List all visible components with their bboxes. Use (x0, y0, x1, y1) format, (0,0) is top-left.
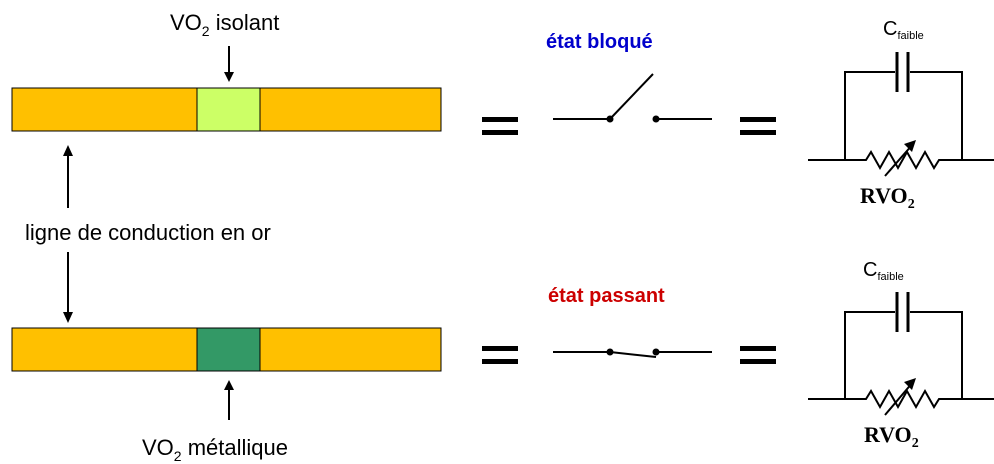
equals-sign-top-left (482, 117, 518, 135)
cap-label-top: Cfaible (883, 18, 924, 42)
gold-line-bottom (11, 327, 442, 372)
capacitor-symbol-top (895, 52, 910, 92)
etat-bloque-label: état bloqué (546, 31, 653, 53)
gold-segment-left-bottom (11, 327, 198, 372)
closed-switch-symbol (553, 348, 712, 358)
gold-line-top (11, 87, 442, 132)
rc-circuit-bottom: Cfaible RVO2 (808, 259, 994, 451)
open-switch-symbol (553, 73, 712, 123)
gold-segment-right-bottom (259, 327, 442, 372)
ligne-arrow-down (63, 252, 73, 323)
equals-sign-bottom-left (482, 346, 518, 364)
capacitor-symbol-bottom (895, 292, 910, 332)
vo2-insulating-patch (196, 87, 261, 132)
vo2-metallique-label: VO2 métallique (142, 435, 288, 464)
rvo2-label-bottom: RVO2 (864, 422, 919, 451)
vo2-metallic-patch (196, 327, 261, 372)
vo2-metallique-arrow (224, 380, 234, 420)
cap-label-bottom: Cfaible (863, 259, 904, 283)
vo2-isolant-arrow (224, 46, 234, 82)
gold-segment-right-top (259, 87, 442, 132)
ligne-conduction-label: ligne de conduction en or (25, 220, 271, 245)
rc-circuit-top: Cfaible RVO2 (808, 18, 994, 212)
gold-segment-left-top (11, 87, 198, 132)
variable-resistor-symbol-top (845, 140, 962, 177)
variable-resistor-symbol-bottom (845, 378, 962, 416)
equals-sign-bottom-right (740, 346, 776, 364)
rvo2-label-top: RVO2 (860, 183, 915, 212)
ligne-arrow-up (63, 145, 73, 208)
etat-passant-label: état passant (548, 285, 665, 307)
equals-sign-top-right (740, 117, 776, 135)
vo2-isolant-label: VO2 isolant (170, 10, 279, 39)
